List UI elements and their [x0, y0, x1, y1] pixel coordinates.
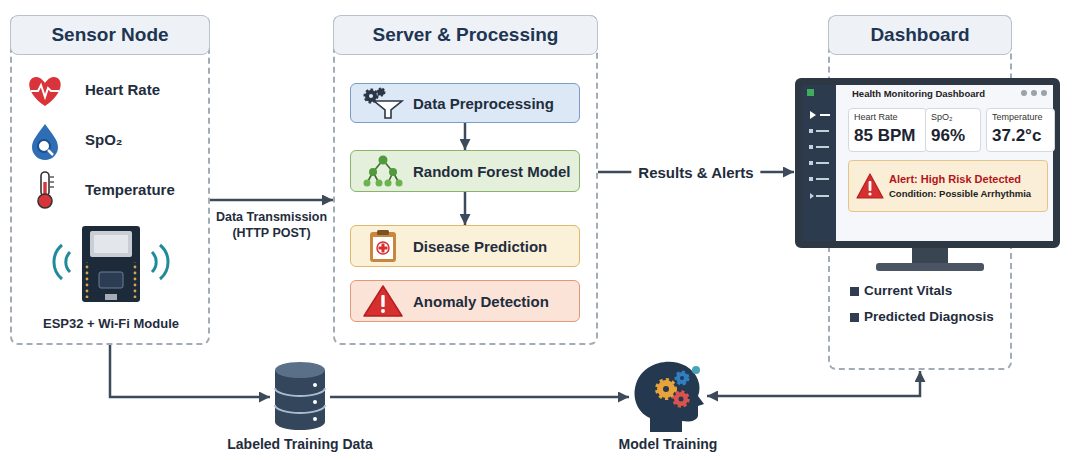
monitor-text: Health Monitoring Dashboard: [852, 88, 1053, 99]
part-label: Temperature: [85, 181, 175, 198]
flow-arrow: [707, 371, 920, 396]
card-text: 85 BPM: [854, 127, 921, 146]
card-text: Heart Rate: [854, 112, 921, 122]
vital-card: SpO₂ 96%: [925, 108, 981, 152]
flow-arrow: [110, 345, 270, 397]
process-box: Disease Prediction: [350, 225, 580, 267]
database-node: Labeled Training Data: [273, 362, 327, 432]
tree-icon: [361, 154, 405, 188]
alert-text: Condition: Possible Arrhythmia: [889, 188, 1041, 199]
clipboard-icon: [361, 228, 405, 264]
flow-arrow: [464, 192, 467, 225]
card-text: Temperature: [992, 112, 1049, 122]
brain-gears-icon: [635, 362, 704, 432]
alert-warning-icon: [855, 172, 885, 200]
process-box: Anomaly Detection: [350, 280, 580, 322]
step-text: Disease Prediction: [413, 238, 571, 255]
part-label: SpO₂: [85, 131, 123, 148]
thermometer-icon: [38, 172, 54, 208]
vital-card: Heart Rate 85 BPM: [848, 108, 927, 152]
part-label: Predicted Diagnosis: [864, 309, 994, 324]
panel-text: Server & Processing: [333, 15, 598, 55]
step-text: Data Preprocessing: [413, 95, 571, 112]
step-text: Random Forest Model: [413, 163, 571, 180]
part-label: ESP32 + Wi-Fi Module: [43, 316, 179, 331]
database-icon: [275, 362, 325, 430]
part-label: Heart Rate: [85, 81, 160, 98]
card-text: 37.2°c: [992, 127, 1049, 146]
bullet-squares: [850, 287, 859, 322]
server-panel: Server & ProcessingData Preprocessing Ra…: [333, 15, 598, 345]
alert-text: Alert: High Risk Detected: [889, 173, 1041, 185]
heart-icon: [29, 77, 60, 106]
flow-arrow: [210, 199, 333, 202]
process-box: Data Preprocessing: [350, 83, 580, 123]
flow-arrow: [330, 396, 629, 399]
card-text: SpO₂: [931, 112, 975, 122]
monitor-screen: Health Monitoring DashboardHeart Rate 85 …: [795, 78, 1060, 248]
alert-box: Alert: High Risk DetectedCondition: Poss…: [848, 160, 1048, 212]
spo2-drop-icon: [32, 124, 58, 160]
screen-sidebar: [802, 85, 836, 241]
warning-icon: [361, 284, 405, 318]
training-node: Model Training: [632, 360, 704, 432]
edge-label: Results & Alerts: [631, 163, 760, 182]
monitor-stand: [876, 246, 984, 271]
flow-arrow: [464, 123, 467, 150]
step-text: Anomaly Detection: [413, 293, 571, 310]
panel-text: Sensor Node: [10, 15, 210, 55]
sensor-panel: Sensor Node: [10, 15, 210, 345]
window-dots: [1019, 88, 1049, 98]
edge-label: Data Transmission (HTTP POST): [212, 209, 332, 242]
esp32-board: [54, 226, 168, 302]
icon-text: Model Training: [619, 436, 718, 452]
card-text: 96%: [931, 127, 975, 146]
part-label: Current Vitals: [864, 283, 952, 298]
process-box: Random Forest Model: [350, 150, 580, 192]
vital-card: Temperature 37.2°c: [986, 108, 1055, 152]
preprocess-icon: [360, 86, 406, 120]
panel-text: Dashboard: [828, 15, 1012, 55]
icon-text: Labeled Training Data: [227, 436, 372, 452]
